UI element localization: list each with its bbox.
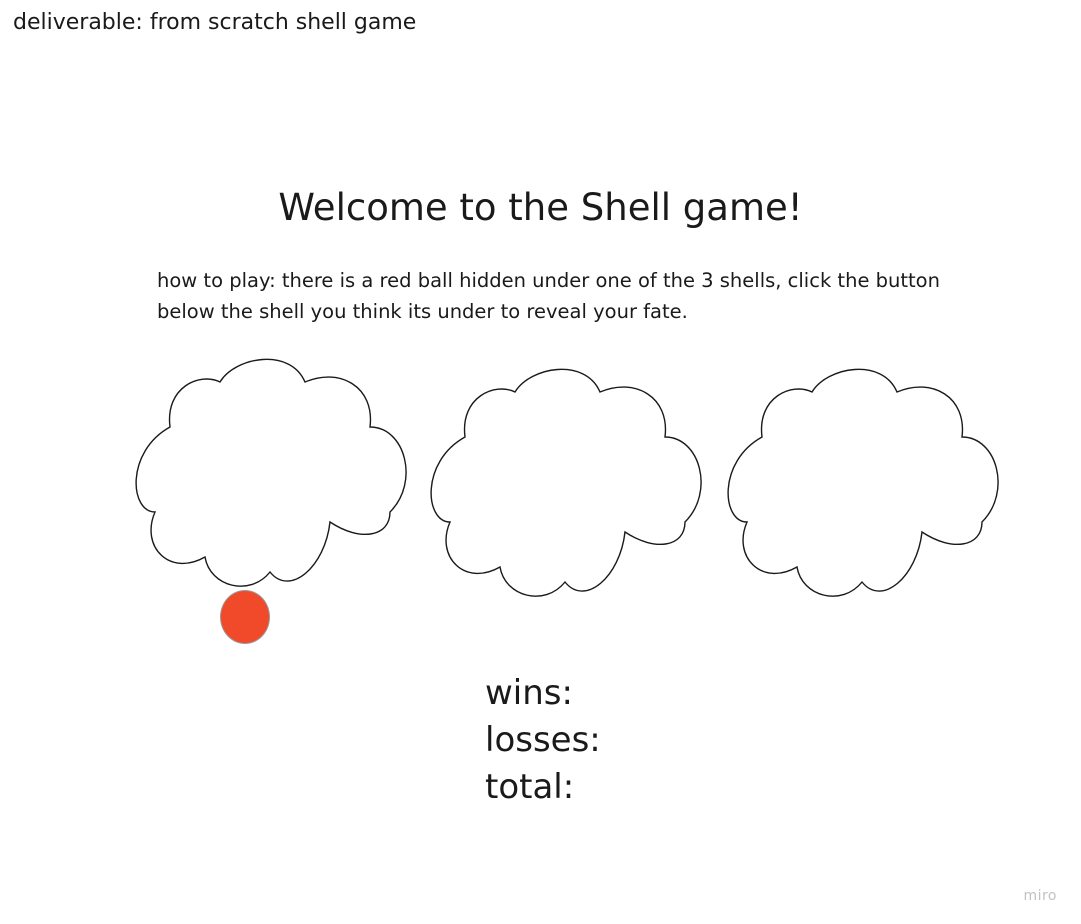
shell-1[interactable] [130, 352, 410, 592]
deliverable-label: deliverable: from scratch shell game [13, 10, 417, 35]
total-label: total: [485, 767, 575, 807]
instructions-line-2: below the shell you think its under to r… [157, 300, 688, 323]
losses-label: losses: [485, 720, 601, 760]
cloud-icon [430, 368, 702, 597]
cloud-icon [727, 368, 999, 597]
shell-3[interactable] [722, 362, 1002, 602]
cloud-icon [135, 358, 407, 587]
wins-label: wins: [485, 673, 573, 713]
instructions: how to play: there is a red ball hidden … [157, 265, 987, 327]
miro-watermark: miro [1023, 888, 1057, 904]
page-title: Welcome to the Shell game! [278, 186, 803, 229]
shell-2[interactable] [425, 362, 705, 602]
scoreboard: wins: losses: total: [485, 670, 601, 811]
red-ball [220, 590, 270, 644]
instructions-line-1: how to play: there is a red ball hidden … [157, 269, 940, 292]
